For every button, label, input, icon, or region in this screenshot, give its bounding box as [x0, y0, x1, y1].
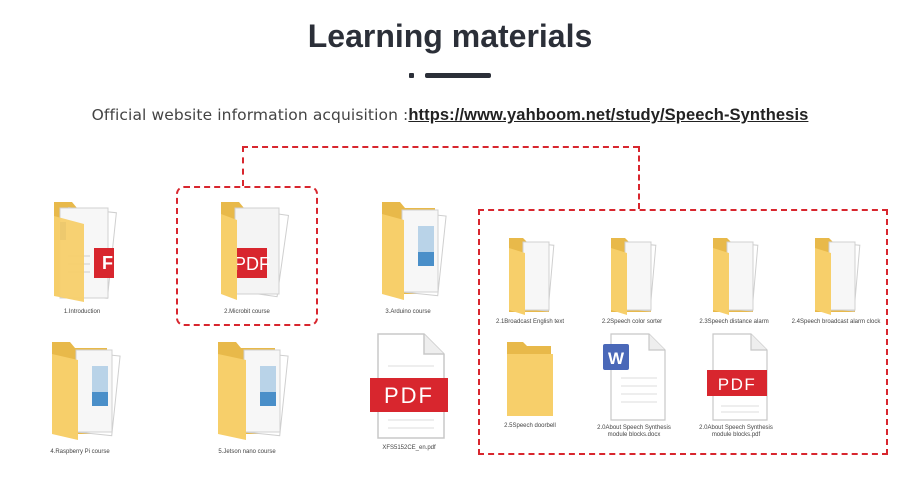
item-label: XFS5152CE_en.pdf [382, 445, 436, 451]
folder-speech-broadcast-alarm-clock[interactable]: 2.4Speech broadcast alarm clock [790, 234, 882, 325]
item-label: 5.Jetson nano course [218, 449, 276, 455]
folder-doc-icon [815, 238, 861, 315]
item-label: 2.3Speech distance alarm [699, 319, 769, 325]
website-link[interactable]: https://www.yahboom.net/study/Speech-Syn… [408, 106, 809, 124]
svg-text:F: F [102, 253, 113, 273]
item-label: 2.Microbit course [224, 309, 270, 315]
file-xfs5152ce-pdf[interactable]: PDF XFS5152CE_en.pdf [352, 330, 466, 451]
item-label: 2.0About Speech Synthesis module blocks.… [597, 425, 671, 438]
item-label: 2.0About Speech Synthesis module blocks.… [699, 425, 773, 438]
item-label: 2.1Broadcast English text [495, 319, 565, 325]
word-file-icon: W [603, 333, 666, 421]
info-line: Official website information acquisition… [0, 106, 900, 125]
pdf-file-icon: PDF [707, 333, 768, 421]
folder-speech-color-sorter[interactable]: 2.2Speech color sorter [596, 234, 668, 325]
page-title: Learning materials [307, 18, 593, 54]
folder-doc-icon [509, 238, 555, 315]
folder-arduino-course[interactable]: 3.Arduino course [352, 196, 464, 315]
item-label: 2.4Speech broadcast alarm clock [791, 319, 881, 325]
folder-pdf-icon: F [54, 202, 117, 302]
file-speech-synthesis-blocks-docx[interactable]: W 2.0About Speech Synthesis module block… [588, 332, 680, 439]
connector-left [242, 146, 244, 186]
pdf-badge: PDF [384, 383, 434, 408]
info-prefix: Official website information acquisition… [91, 106, 409, 124]
pdf-file-icon: PDF [370, 333, 448, 439]
connector-top [242, 146, 639, 148]
folder-speech-doorbell[interactable]: 2.5Speech doorbell [494, 338, 566, 429]
file-speech-synthesis-blocks-pdf[interactable]: PDF 2.0About Speech Synthesis module blo… [690, 332, 782, 439]
title-underline-bar [425, 73, 491, 78]
connector-right [638, 146, 640, 209]
folder-image-icon [52, 342, 121, 440]
folder-doc-icon [713, 238, 759, 315]
item-label: 2.5Speech doorbell [504, 423, 556, 429]
microbit-highlight-box [176, 186, 318, 326]
pdf-badge: PDF [718, 375, 757, 394]
folder-image-icon [218, 342, 289, 440]
folder-microbit-course[interactable]: PDF 2.Microbit course [188, 196, 306, 315]
empty-folder-icon [507, 342, 553, 416]
folder-introduction[interactable]: F 1.Introduction [26, 196, 138, 315]
title-underline-dot [409, 73, 414, 78]
svg-text:PDF: PDF [234, 254, 270, 274]
microbit-contents-box [478, 209, 888, 455]
word-badge: W [608, 349, 625, 368]
folder-doc-icon [611, 238, 657, 315]
folder-image-icon [382, 202, 447, 300]
item-label: 4.Raspberry Pi course [50, 449, 110, 455]
folder-broadcast-english-text[interactable]: 2.1Broadcast English text [494, 234, 566, 325]
folder-speech-distance-alarm[interactable]: 2.3Speech distance alarm [698, 234, 770, 325]
folder-raspberry-pi-course[interactable]: 4.Raspberry Pi course [24, 336, 136, 455]
folder-pdf-icon: PDF [221, 202, 289, 300]
item-label: 1.Introduction [63, 309, 101, 315]
item-label: 2.2Speech color sorter [601, 319, 663, 325]
item-label: 3.Arduino course [385, 309, 431, 315]
folder-jetson-nano-course[interactable]: 5.Jetson nano course [188, 336, 306, 455]
